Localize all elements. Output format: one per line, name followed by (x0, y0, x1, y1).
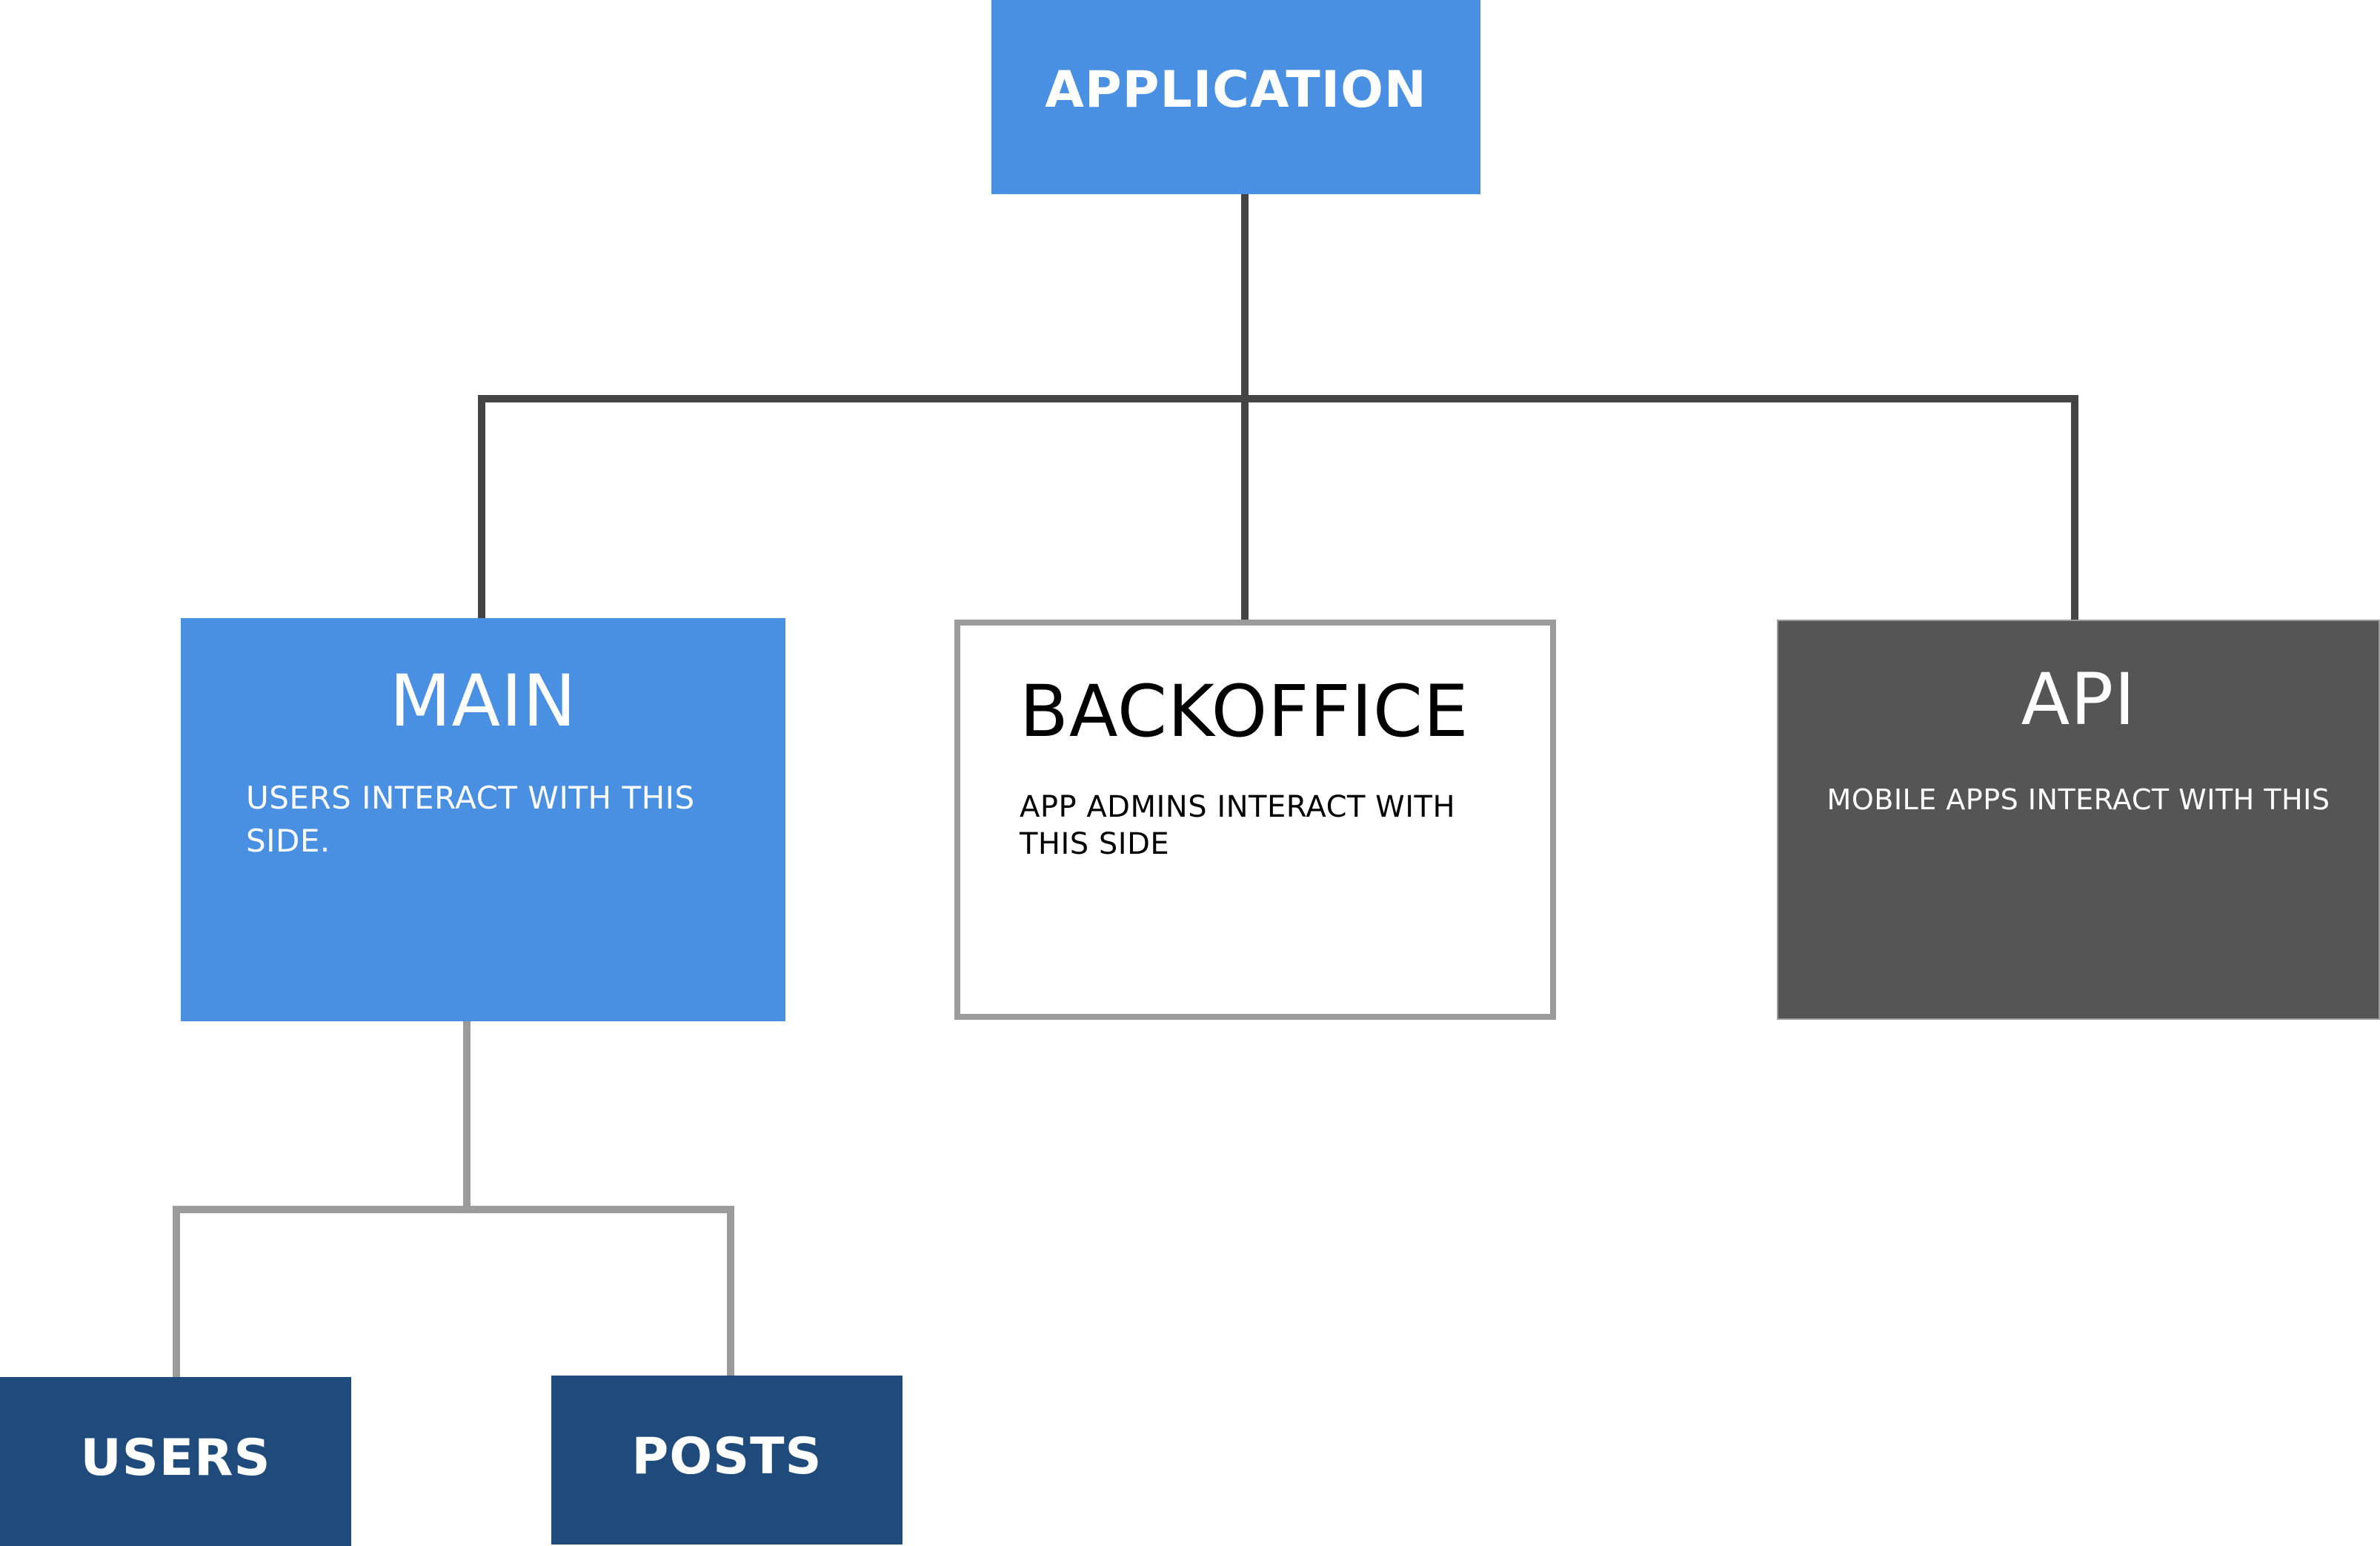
node-users: USERS (0, 1377, 351, 1546)
node-api-title: API (2021, 658, 2136, 741)
node-posts-title: POSTS (631, 1427, 822, 1486)
node-api: API MOBILE APPS INTERACT WITH THIS (1777, 620, 2380, 1020)
node-api-description: MOBILE APPS INTERACT WITH THIS (1826, 783, 2330, 816)
node-main: MAIN USERS INTERACT WITH THIS SIDE. (181, 618, 785, 1021)
node-backoffice: BACKOFFICE APP ADMINS INTERACT WITH THIS… (954, 620, 1556, 1020)
node-backoffice-title: BACKOFFICE (1020, 670, 1469, 753)
node-backoffice-description: APP ADMINS INTERACT WITH THIS SIDE (1020, 790, 1456, 861)
node-users-title: USERS (80, 1429, 271, 1487)
node-main-description: USERS INTERACT WITH THIS SIDE. (246, 780, 695, 859)
node-main-title: MAIN (389, 660, 577, 743)
node-posts: POSTS (551, 1376, 903, 1545)
node-application-title: APPLICATION (1045, 61, 1427, 119)
node-application: APPLICATION (991, 0, 1480, 194)
